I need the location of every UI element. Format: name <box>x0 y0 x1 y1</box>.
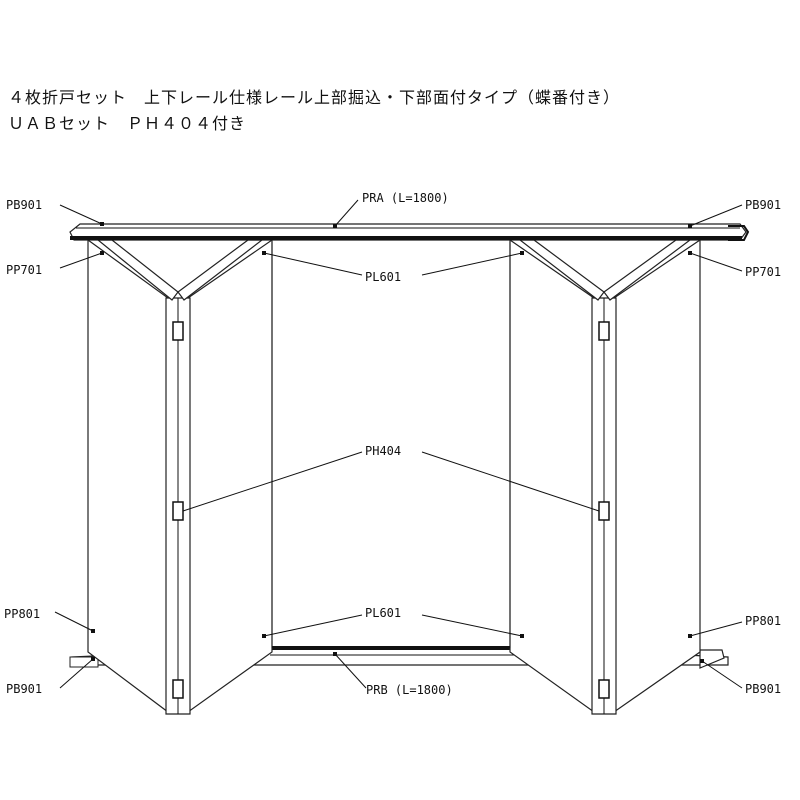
door-panel-left-outer <box>87 238 169 714</box>
label-pb901-top-left: PB901 <box>6 198 42 212</box>
label-pl601-top: PL601 <box>365 270 401 284</box>
label-pp701-left: PP701 <box>6 263 42 277</box>
diagram-title: ４枚折戸セット 上下レール仕様レール上部掘込・下部面付タイプ（蝶番付き） <box>8 88 621 107</box>
hinge-left-middle <box>172 501 184 521</box>
label-pl601-bottom: PL601 <box>365 606 401 620</box>
leader-lines <box>54 199 743 689</box>
label-pb901-bottom-left: PB901 <box>6 682 42 696</box>
top-rail-pra <box>69 223 750 241</box>
door-panel-left-inner <box>187 238 273 714</box>
label-pb901-bottom-right: PB901 <box>745 682 781 696</box>
label-ph404: PH404 <box>365 444 401 458</box>
label-pb901-top-right: PB901 <box>745 198 781 212</box>
hinge-right-bottom <box>598 679 610 699</box>
hinge-right-top <box>598 321 610 341</box>
door-panel-right-outer <box>613 238 701 714</box>
label-pp801-left: PP801 <box>4 607 40 621</box>
label-pp701-right: PP701 <box>745 265 781 279</box>
label-pp801-right: PP801 <box>745 614 781 628</box>
hinge-right-middle <box>598 501 610 521</box>
door-panel-right-inner <box>509 238 595 714</box>
hinge-left-top <box>172 321 184 341</box>
hinge-left-bottom <box>172 679 184 699</box>
diagram-subtitle: ＵＡＢセット ＰＨ４０４付き <box>8 114 247 133</box>
label-prb: PRB (L=1800) <box>366 683 453 697</box>
label-pra: PRA (L=1800) <box>362 191 449 205</box>
